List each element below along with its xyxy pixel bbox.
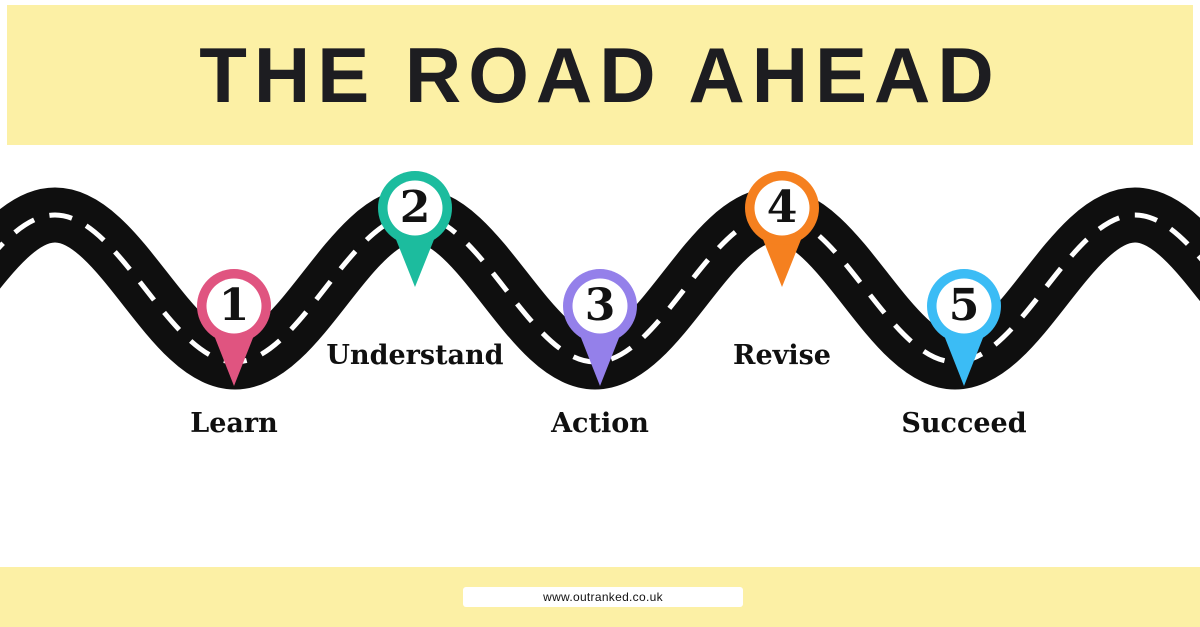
pin-inner-circle: [754, 180, 810, 236]
footer-banner: www.outranked.co.uk: [0, 567, 1200, 627]
step-label: Succeed: [901, 408, 1027, 439]
step-pin: [378, 171, 452, 287]
step-pin: [563, 269, 637, 386]
website-box: www.outranked.co.uk: [463, 587, 743, 607]
step-pin: [927, 269, 1001, 386]
step-label: Revise: [733, 340, 831, 371]
step-label: Learn: [190, 408, 278, 439]
title-banner: THE ROAD AHEAD: [7, 5, 1193, 145]
step-pin: [745, 171, 819, 287]
step-number: 5: [948, 280, 980, 331]
step-pin: [197, 269, 271, 386]
step-number: 1: [218, 280, 250, 331]
step-number: 2: [399, 182, 431, 233]
pin-inner-circle: [936, 278, 992, 334]
pin-inner-circle: [206, 278, 262, 334]
step-label: Understand: [326, 340, 504, 371]
pin-inner-circle: [572, 278, 628, 334]
website-url: www.outranked.co.uk: [543, 590, 663, 604]
step-pins: [197, 171, 1001, 386]
page-title: THE ROAD AHEAD: [199, 30, 1001, 119]
pin-inner-circle: [387, 180, 443, 236]
step-label: Action: [551, 408, 649, 439]
step-number: 4: [766, 182, 798, 233]
step-number: 3: [584, 280, 616, 331]
